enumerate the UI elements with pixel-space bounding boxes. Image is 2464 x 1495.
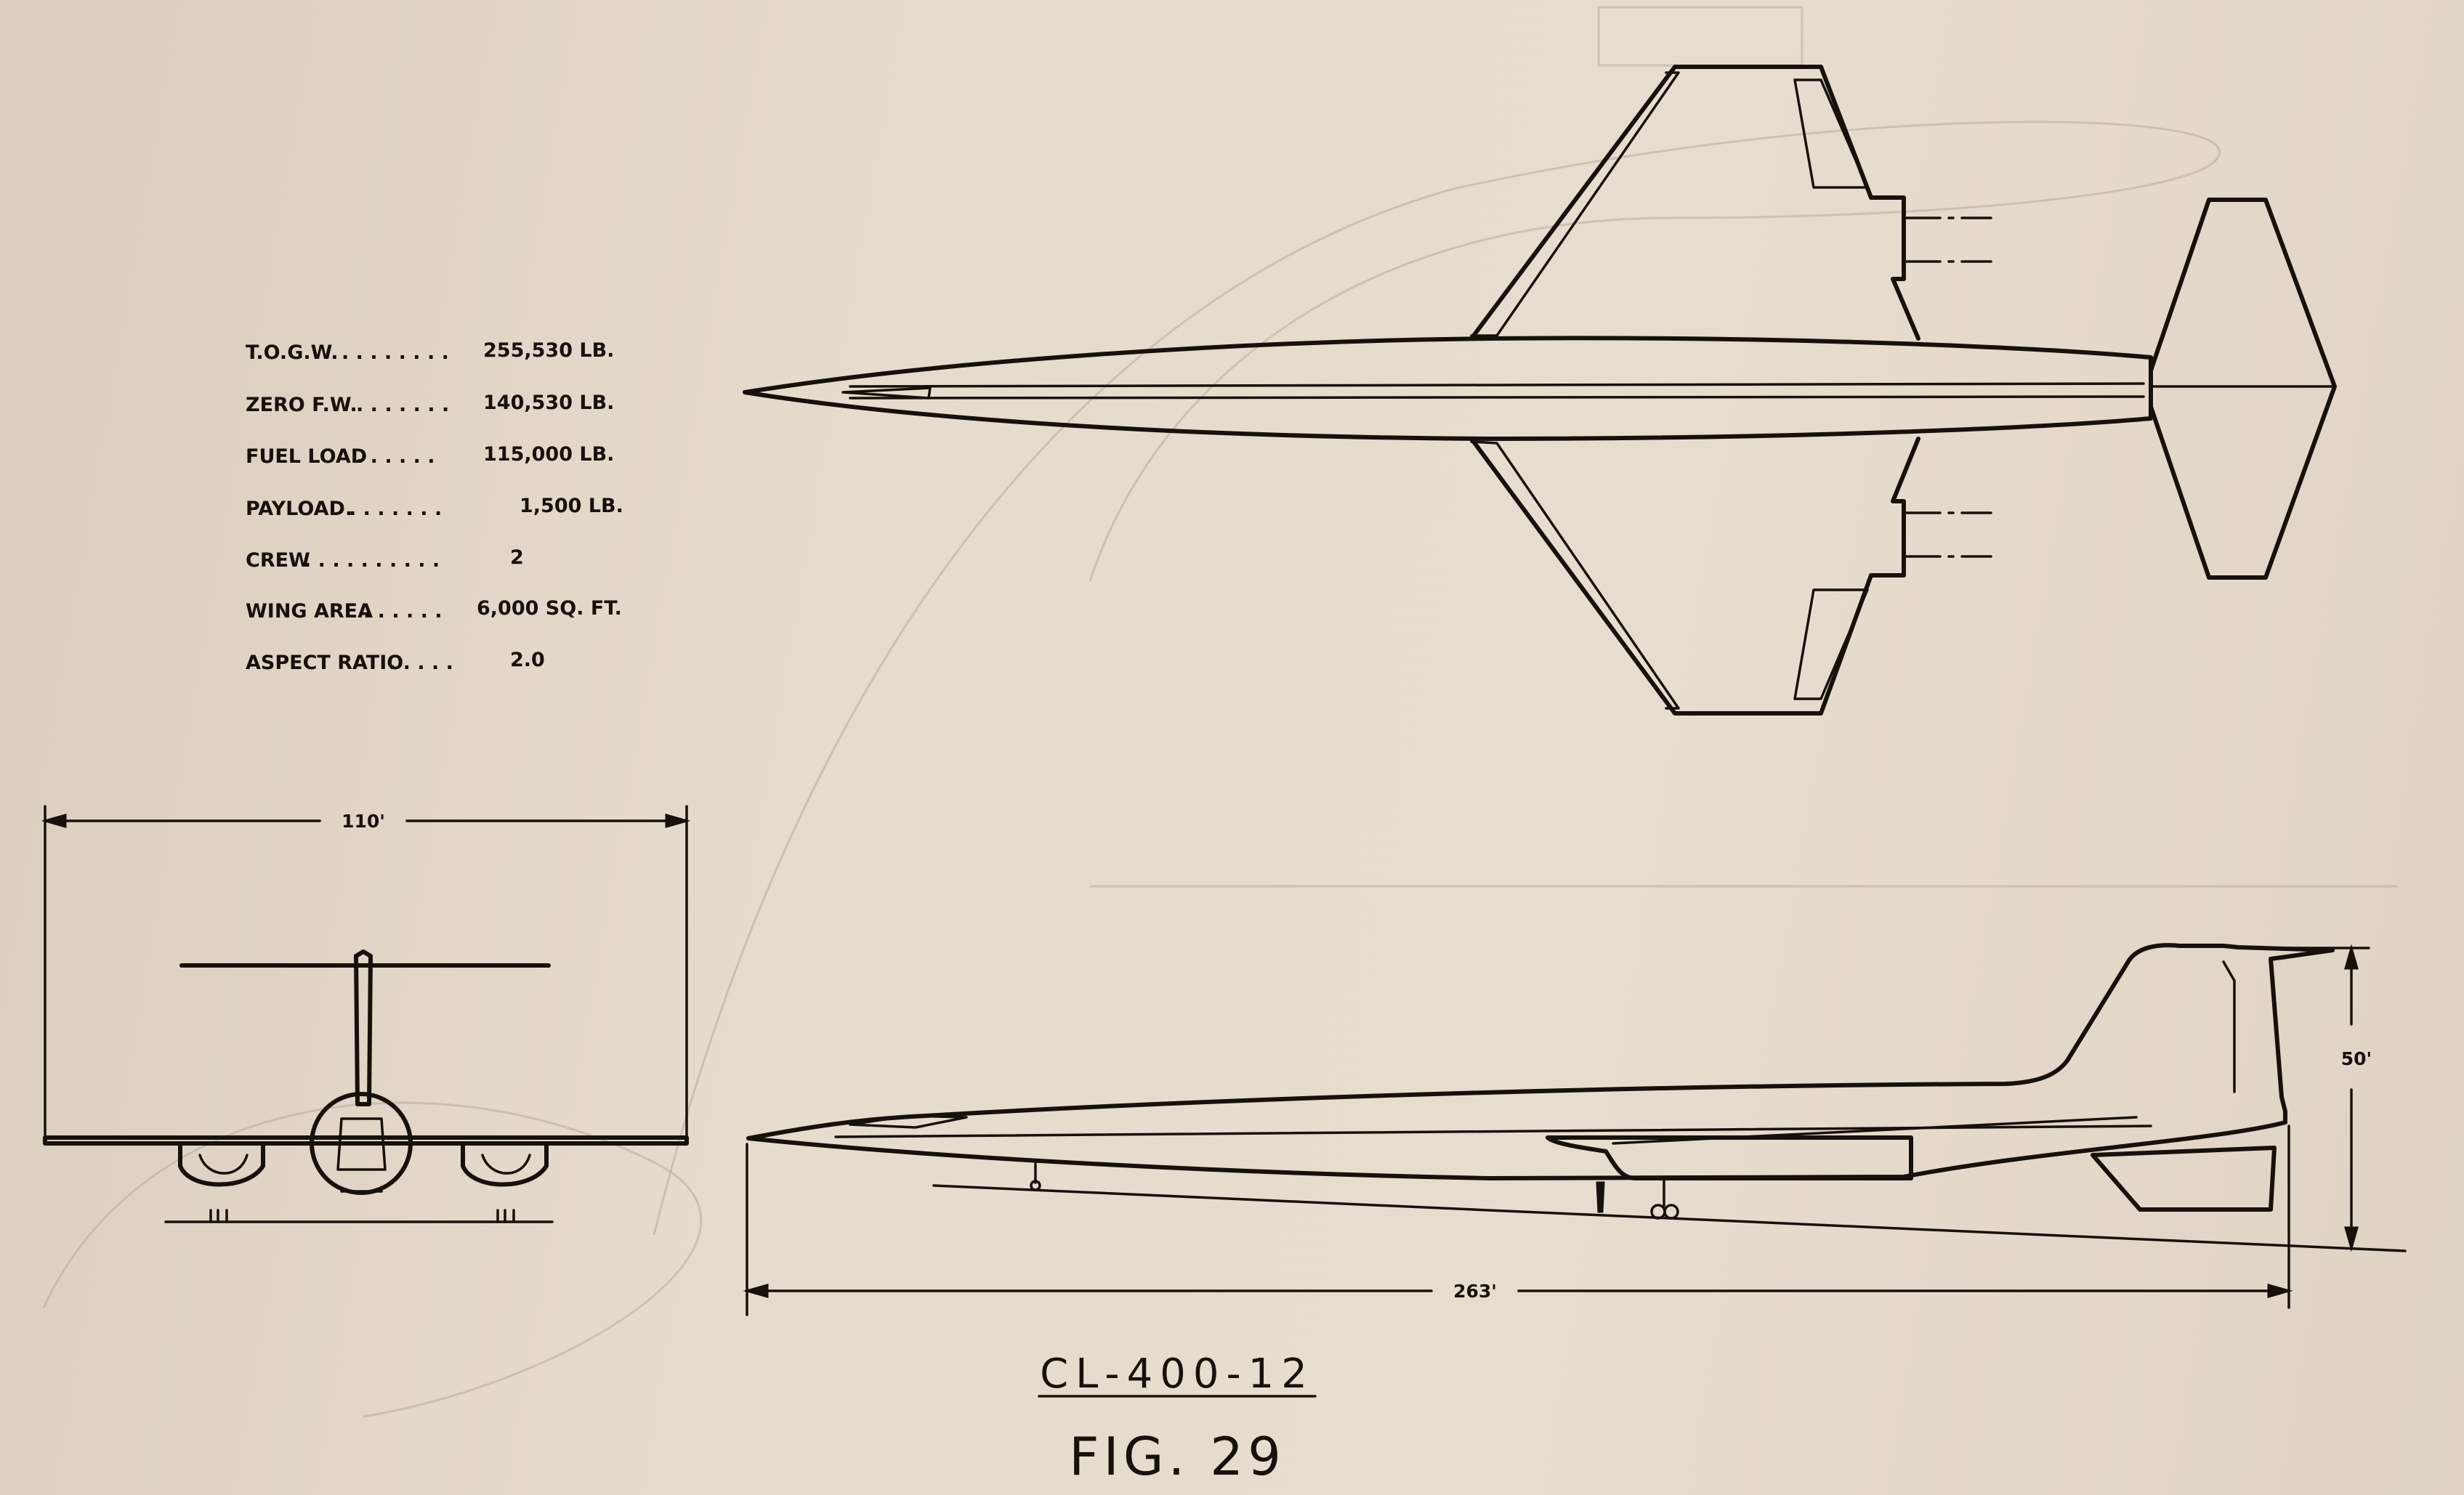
spec-row-togw: T.O.G.W. . . . . . . . . 255,530 LB.	[246, 339, 614, 364]
plan-wing-upper-aileron	[1793, 78, 1869, 189]
side-main-wheel	[1663, 1204, 1679, 1220]
front-nacelle-left	[178, 1141, 265, 1187]
spec-leader-dots: . . . . . . .	[349, 498, 442, 520]
front-view: 110'	[41, 805, 691, 1223]
spec-leader-dots: . . . . . .	[356, 445, 435, 468]
spec-row-aspect-ratio: ASPECT RATIO . . . . . 2.0	[246, 649, 545, 674]
side-horizontal-tail	[2091, 1146, 2277, 1212]
spec-leader-dots: . . . . . . . . . .	[304, 549, 440, 572]
spec-row-wing-area: WING AREA . . . . . . 6,000 SQ. FT.	[246, 597, 622, 623]
human-figure-scale	[1596, 1181, 1605, 1213]
spec-label-fuel-load: FUEL LOAD	[246, 445, 367, 468]
side-engine-nacelle	[1546, 1135, 1913, 1180]
spec-row-zero-fw: ZERO F.W. . . . . . . . 140,530 LB.	[246, 392, 614, 416]
spec-value-crew: 2	[510, 546, 524, 569]
spec-label-aspect-ratio: ASPECT RATIO	[246, 652, 403, 674]
front-nacelle-right	[461, 1141, 549, 1187]
spec-leader-dots: . . . . . .	[363, 600, 443, 623]
figure-number: FIG. 29	[1069, 1426, 1285, 1487]
plan-wing-upper-leading-edge	[1470, 71, 1680, 337]
spec-row-payload: PAYLOAD. . . . . . . . 1,500 LB.	[246, 495, 623, 520]
plan-view	[743, 65, 2337, 716]
dimension-arrow	[41, 814, 67, 828]
side-view: 263' 50'	[743, 943, 2407, 1316]
front-fuselage	[310, 1092, 413, 1195]
plan-wing-upper	[1469, 65, 1920, 341]
spec-leader-dots: . . . . . . . .	[342, 341, 449, 364]
plan-fuselage-centerline-lower	[849, 395, 2145, 400]
length-dimension-label: 263'	[1453, 1281, 1497, 1302]
plan-fuselage-outline	[743, 336, 2153, 441]
spec-label-crew: CREW	[246, 549, 310, 572]
spec-value-togw: 255,530 LB.	[483, 339, 614, 362]
spec-label-togw: T.O.G.W.	[246, 341, 338, 364]
side-ground-line	[932, 1184, 2407, 1252]
plan-canopy	[841, 386, 932, 400]
height-dimension-label: 50'	[2341, 1048, 2372, 1069]
spec-value-fuel-load: 115,000 LB.	[483, 443, 614, 466]
spec-label-wing-area: WING AREA	[246, 600, 373, 623]
dimension-arrow	[2267, 1284, 2293, 1298]
plan-fuselage-centerline	[849, 382, 2145, 388]
dimension-arrow	[2344, 1226, 2359, 1252]
front-gear-left	[209, 1209, 228, 1223]
model-designation: CL-400-12	[1040, 1350, 1314, 1398]
dimension-arrow	[665, 814, 691, 828]
front-gear-right	[496, 1209, 515, 1223]
spec-leader-dots: . . . . . . .	[356, 394, 449, 416]
spec-label-zero-fw: ZERO F.W.	[246, 394, 358, 416]
dimension-arrow	[743, 1284, 769, 1298]
spec-leader-dots: . . . . .	[389, 652, 453, 674]
dimension-arrow	[2344, 944, 2359, 970]
front-vertical-fin	[354, 949, 373, 1106]
figure-caption: CL-400-12 FIG. 29	[1038, 1350, 1317, 1487]
spec-value-wing-area: 6,000 SQ. FT.	[477, 597, 622, 620]
front-inlet-detail	[336, 1117, 387, 1171]
spec-value-zero-fw: 140,530 LB.	[483, 392, 614, 414]
front-wing	[43, 1135, 689, 1146]
side-wing-line	[1612, 1116, 2138, 1145]
spec-row-fuel-load: FUEL LOAD . . . . . . 115,000 LB.	[246, 443, 614, 468]
side-canopy	[849, 1114, 968, 1129]
spec-label-payload: PAYLOAD.	[246, 498, 352, 520]
specification-table: T.O.G.W. . . . . . . . . 255,530 LB. ZER…	[246, 339, 623, 674]
span-dimension-label: 110'	[342, 811, 385, 832]
spec-value-aspect-ratio: 2.0	[510, 649, 545, 671]
bleed-through-ghost	[42, 6, 2398, 1418]
spec-value-payload: 1,500 LB.	[520, 495, 623, 517]
side-fuselage-outline	[746, 943, 2335, 1180]
plan-wing-lower	[1469, 437, 1920, 716]
front-nacelle-right-intake	[481, 1154, 531, 1175]
front-nacelle-left-intake	[198, 1154, 249, 1175]
plan-horizontal-tail	[2149, 198, 2337, 580]
spec-row-crew: CREW . . . . . . . . . . 2	[246, 546, 524, 572]
plan-wing-lower-leading-edge	[1470, 440, 1680, 710]
side-rudder-hinge	[2222, 960, 2236, 1093]
plan-wing-lower-aileron	[1793, 588, 1869, 700]
